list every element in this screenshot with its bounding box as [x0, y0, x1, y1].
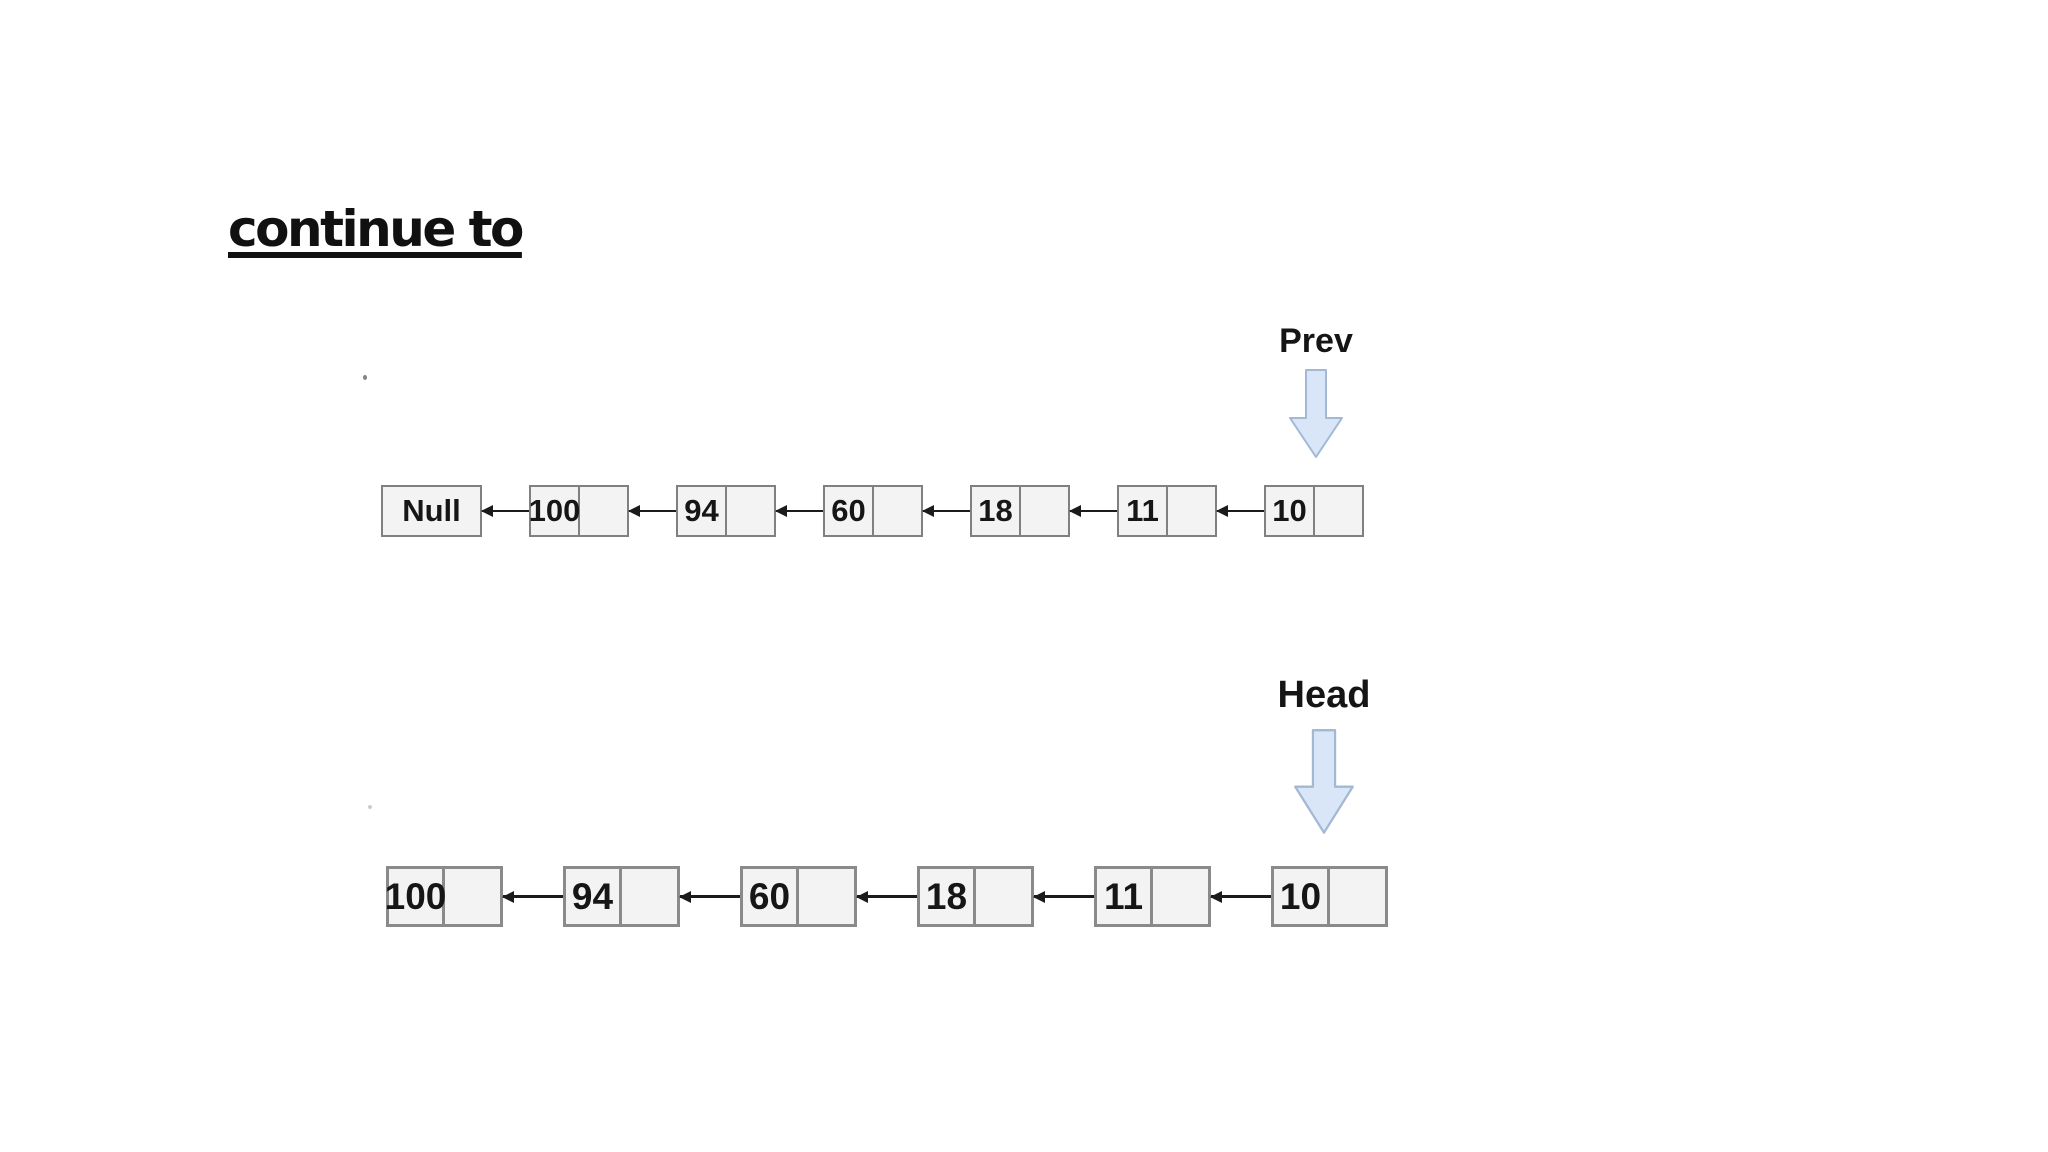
left-arrow-icon [1216, 505, 1264, 517]
next-pointer-cell [799, 869, 854, 924]
linked-list-before: Null 100 94 60 18 11 10 [381, 485, 1364, 537]
left-arrow-icon [775, 505, 823, 517]
list-node: 60 [823, 485, 923, 537]
list-node: 60 [740, 866, 857, 927]
left-arrow-icon [481, 505, 529, 517]
head-label: Head [1277, 674, 1371, 716]
node-value: 94 [566, 869, 622, 924]
null-label: Null [402, 493, 461, 528]
image-artifact-dot [368, 805, 372, 809]
node-value: 60 [743, 869, 799, 924]
left-arrow-icon [628, 505, 676, 517]
node-value: 18 [920, 869, 976, 924]
list-node: 10 [1271, 866, 1388, 927]
prev-label: Prev [1279, 322, 1353, 360]
down-arrow-icon [1289, 369, 1343, 458]
list-node: 10 [1264, 485, 1364, 537]
page-title: continue to [228, 200, 524, 258]
list-node: 11 [1094, 866, 1211, 927]
head-pointer-callout: Head [1254, 674, 1394, 835]
node-value: 11 [1119, 487, 1168, 535]
image-artifact-dot [363, 375, 367, 380]
null-box: Null [381, 485, 482, 537]
node-value: 18 [972, 487, 1021, 535]
next-pointer-cell [622, 869, 677, 924]
node-value: 100 [529, 487, 580, 535]
down-arrow-icon [1294, 729, 1354, 834]
prev-pointer-callout: Prev [1246, 322, 1386, 459]
node-value: 11 [1097, 869, 1153, 924]
next-pointer-cell [1330, 869, 1385, 924]
list-node: 94 [676, 485, 776, 537]
node-value: 60 [825, 487, 874, 535]
left-arrow-icon [502, 891, 563, 903]
left-arrow-icon [922, 505, 970, 517]
list-node: 100 [529, 485, 629, 537]
next-pointer-cell [445, 869, 500, 924]
next-pointer-cell [1021, 487, 1068, 535]
next-pointer-cell [976, 869, 1031, 924]
next-pointer-cell [580, 487, 627, 535]
next-pointer-cell [1315, 487, 1362, 535]
next-pointer-cell [874, 487, 921, 535]
next-pointer-cell [1168, 487, 1215, 535]
left-arrow-icon [1033, 891, 1094, 903]
list-node: 100 [385, 866, 503, 927]
node-value: 100 [385, 869, 446, 924]
left-arrow-icon [856, 891, 917, 903]
next-pointer-cell [1153, 869, 1208, 924]
node-value: 94 [678, 487, 727, 535]
list-node: 11 [1117, 485, 1217, 537]
left-arrow-icon [1210, 891, 1271, 903]
node-value: 10 [1274, 869, 1330, 924]
list-node: 18 [970, 485, 1070, 537]
list-node: 94 [563, 866, 680, 927]
left-arrow-icon [1069, 505, 1117, 517]
left-arrow-icon [679, 891, 740, 903]
list-node: 18 [917, 866, 1034, 927]
node-value: 10 [1266, 487, 1315, 535]
next-pointer-cell [727, 487, 774, 535]
linked-list-after: 100 94 60 18 11 10 [385, 866, 1388, 927]
